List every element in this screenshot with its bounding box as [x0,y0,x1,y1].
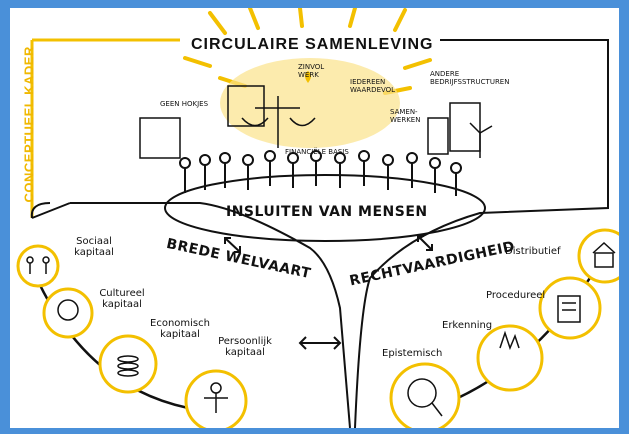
person-icon [204,382,228,413]
distributief-circle [577,228,619,284]
label-andere-bedrijfsstructuren: ANDERE BEDRIJFSSTRUCTUREN [430,70,510,86]
side-label: CONCEPTUEEL KADER [21,46,37,203]
item-economisch: Economisch kapitaal [150,318,210,340]
people-row [179,150,462,196]
label-financiele-basis: FINANCIËLE BASIS [285,148,349,156]
item-persoonlijk: Persoonlijk kapitaal [218,336,272,358]
city-sketch [139,85,493,159]
heart-icon [305,71,311,83]
checklist-icon [557,295,581,323]
economisch-circle [98,334,158,394]
label-zinvol-werk: ZINVOL WERK [298,63,325,79]
cultureel-circle [42,287,94,339]
item-epistemisch: Epistemisch [382,348,443,359]
label-iedereen-waardevol: IEDEREEN WAARDEVOL [350,78,396,94]
item-distributief: Distributief [505,246,561,257]
item-erkenning: Erkenning [442,320,493,331]
sun-glow [220,58,400,148]
label-geen-hokjes: GEEN HOKJES [160,100,209,108]
hands-icon [499,330,520,351]
center-ellipse [164,174,486,242]
house-icon [592,241,616,268]
erkenning-circle [476,324,544,392]
magnifier-icon [407,378,443,417]
coins-icon [117,355,139,377]
item-cultureel: Cultureel kapitaal [99,288,145,310]
item-procedureel: Procedureel [486,290,546,301]
diagram-canvas: CONCEPTUEEL KADER CIRCULAIRE SAMENLEVING… [10,8,619,428]
epistemisch-circle [389,362,461,428]
arrows [224,235,433,350]
sociaal-circle [16,244,60,288]
procedureel-circle [538,276,602,340]
diagram-drawing [16,8,619,428]
item-sociaal: Sociaal kapitaal [74,236,114,258]
label-samenwerken: SAMEN- WERKEN [390,108,421,124]
diagram-title: CIRCULAIRE SAMENLEVING [191,36,434,53]
center-title: INSLUITEN VAN MENSEN [226,204,428,220]
head-icon [57,299,79,321]
people-icon [26,256,50,274]
